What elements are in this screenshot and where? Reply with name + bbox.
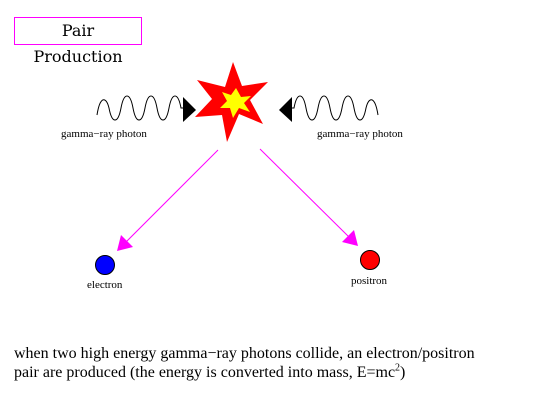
caption: when two high energy gamma−ray photons c… — [14, 344, 544, 382]
photon-label-left: gamma−ray photon — [61, 128, 147, 140]
positron-label: positron — [351, 275, 388, 287]
page-title: Pair Production — [14, 17, 142, 66]
caption-line-2-end: ) — [400, 364, 406, 381]
caption-line-2: pair are produced (the energy is convert… — [14, 363, 544, 382]
photon-label-right: gamma−ray photon — [317, 128, 403, 140]
photon-arrowhead-left — [183, 97, 196, 122]
electron-circle-icon — [95, 255, 115, 275]
photon-arrowhead-right — [279, 97, 292, 122]
caption-line-1: when two high energy gamma−ray photons c… — [14, 345, 475, 362]
positron-arrowhead — [342, 230, 358, 246]
electron-path-arrow — [124, 149, 219, 244]
electron-arrowhead — [117, 235, 133, 251]
photon-wave-right — [289, 95, 379, 121]
caption-exponent: 2 — [395, 362, 401, 374]
positron-circle-icon — [360, 250, 380, 270]
caption-line-2-text: pair are produced (the energy is convert… — [14, 364, 396, 381]
photon-wave-left — [96, 95, 186, 121]
electron-label: electron — [87, 279, 123, 291]
burst-core-icon — [220, 88, 251, 118]
positron-path-arrow — [259, 148, 351, 239]
